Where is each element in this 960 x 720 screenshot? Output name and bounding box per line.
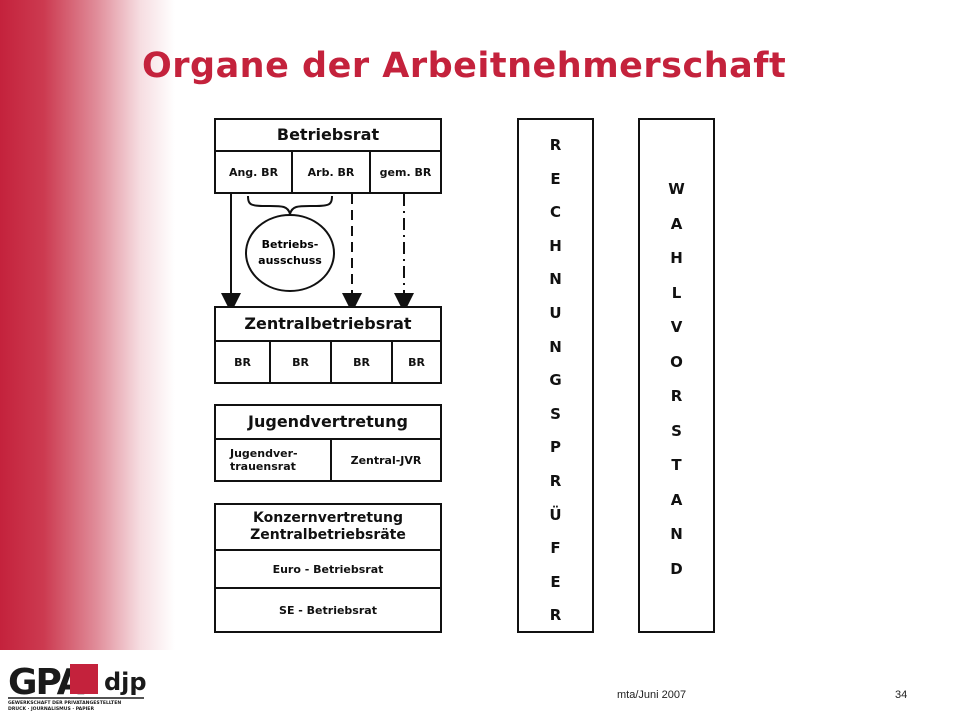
cell-gem-br: gem. BR	[369, 152, 440, 192]
gpa-djp-logo: GPA djp GEWERKSCHAFT DER PRIVATANGESTELL…	[8, 662, 147, 712]
zbr-cell-br-3: BR	[330, 342, 391, 382]
zbr-cell-br-4: BR	[391, 342, 440, 382]
euro-betriebsrat-row: Euro - Betriebsrat	[216, 549, 440, 587]
zentralbetriebsrat-row: BR BR BR BR	[216, 340, 440, 382]
rechnungspruefer-letter: R	[549, 471, 562, 490]
wahlvorstand-letter: L	[671, 283, 682, 302]
logo-tagline-1: GEWERKSCHAFT DER PRIVATANGESTELLTEN	[8, 700, 121, 706]
betriebsrat-box: Betriebsrat Ang. BR Arb. BR gem. BR	[214, 118, 442, 194]
left-red-gradient-band	[0, 0, 175, 650]
cell-ang-br: Ang. BR	[228, 165, 279, 179]
betriebsausschuss-label-1: Betriebs-	[262, 238, 319, 251]
jugendvertrauensrat-line-2: trauensrat	[230, 460, 296, 473]
rechnungspruefer-letter: E	[550, 169, 561, 188]
wahlvorstand-letter: H	[670, 249, 683, 267]
rechnungspruefer-letter: P	[550, 438, 561, 457]
rechnungspruefer-letter: U	[549, 303, 562, 322]
cell-jugendvertrauensrat: Jugendver- trauensrat	[216, 440, 330, 480]
betriebsausschuss-label-2: ausschuss	[258, 254, 322, 267]
betriebsrat-title: Betriebsrat	[276, 125, 380, 144]
slide-title: Organe der Arbeitnehmerschaft	[142, 46, 787, 86]
wahlvorstand-letter: V	[670, 318, 683, 336]
rechnungspruefer-letter: S	[550, 404, 561, 423]
jugendvertretung-box: Jugendvertretung Jugendver- trauensrat Z…	[214, 404, 442, 482]
wahlvorstand-letter: A	[670, 490, 683, 509]
wahlvorstand-letter: A	[670, 214, 683, 233]
cell-se-betriebsrat: SE - Betriebsrat	[279, 603, 377, 617]
wahlvorstand-box: W A H L V O R S T A N D	[638, 118, 715, 633]
rechnungspruefer-letter: N	[549, 270, 562, 289]
rechnungspruefer-letter: G	[549, 371, 562, 390]
wahlvorstand-letter: N	[670, 525, 683, 543]
rechnungspruefer-letter: C	[549, 203, 561, 222]
cell-arb-br: Arb. BR	[291, 152, 369, 192]
footer-date: mta/Juni 2007	[617, 689, 687, 701]
zentralbetriebsrat-title: Zentralbetriebsrat	[244, 314, 412, 333]
wahlvorstand-letter: T	[671, 456, 682, 474]
jugendvertretung-row: Jugendver- trauensrat Zentral-JVR	[216, 438, 440, 480]
zbr-cell-br-2: BR	[269, 342, 330, 382]
betriebsrat-row: Ang. BR Arb. BR gem. BR	[216, 150, 440, 192]
wahlvorstand-letter: R	[670, 387, 683, 405]
se-betriebsrat-row: SE - Betriebsrat	[216, 587, 440, 631]
footer-page-number: 34	[895, 689, 908, 701]
wahlvorstand-letter: O	[670, 352, 683, 371]
cell-euro-betriebsrat: Euro - Betriebsrat	[272, 562, 384, 576]
jugendvertretung-title: Jugendvertretung	[248, 412, 408, 431]
logo-red-block	[70, 664, 98, 694]
konzernvertretung-title: Konzernvertretung Zentralbetriebsräte	[216, 505, 440, 549]
jugendvertrauensrat-line-1: Jugendver-	[230, 447, 298, 460]
brace-icon	[247, 195, 333, 215]
rechnungspruefer-box: R E C H N U N G S P R Ü F E R	[517, 118, 594, 633]
logo-tagline-2: DRUCK · JOURNALISMUS · PAPIER	[8, 706, 94, 712]
wahlvorstand-letter: S	[671, 421, 682, 440]
rechnungspruefer-letter: R	[549, 606, 562, 625]
wahlvorstand-letter: D	[670, 559, 683, 578]
rechnungspruefer-letter: N	[549, 337, 562, 356]
betriebsausschuss-ellipse	[245, 214, 335, 292]
rechnungspruefer-letter: Ü	[549, 505, 562, 524]
rechnungspruefer-letter: F	[550, 539, 561, 558]
logo-text-djp: djp	[104, 668, 147, 696]
konzernvertretung-title-2: Zentralbetriebsräte	[250, 527, 406, 543]
zentralbetriebsrat-box: Zentralbetriebsrat BR BR BR BR	[214, 306, 442, 384]
konzernvertretung-title-1: Konzernvertretung	[253, 510, 403, 526]
konzernvertretung-box: Konzernvertretung Zentralbetriebsräte Eu…	[214, 503, 442, 633]
rechnungspruefer-letter: E	[550, 572, 561, 591]
cell-zentral-jvr: Zentral-JVR	[330, 440, 440, 480]
wahlvorstand-letter: W	[668, 180, 685, 198]
rechnungspruefer-letter: H	[549, 236, 562, 255]
zbr-cell-br-1: BR	[234, 355, 251, 369]
rechnungspruefer-letter: R	[549, 136, 562, 154]
